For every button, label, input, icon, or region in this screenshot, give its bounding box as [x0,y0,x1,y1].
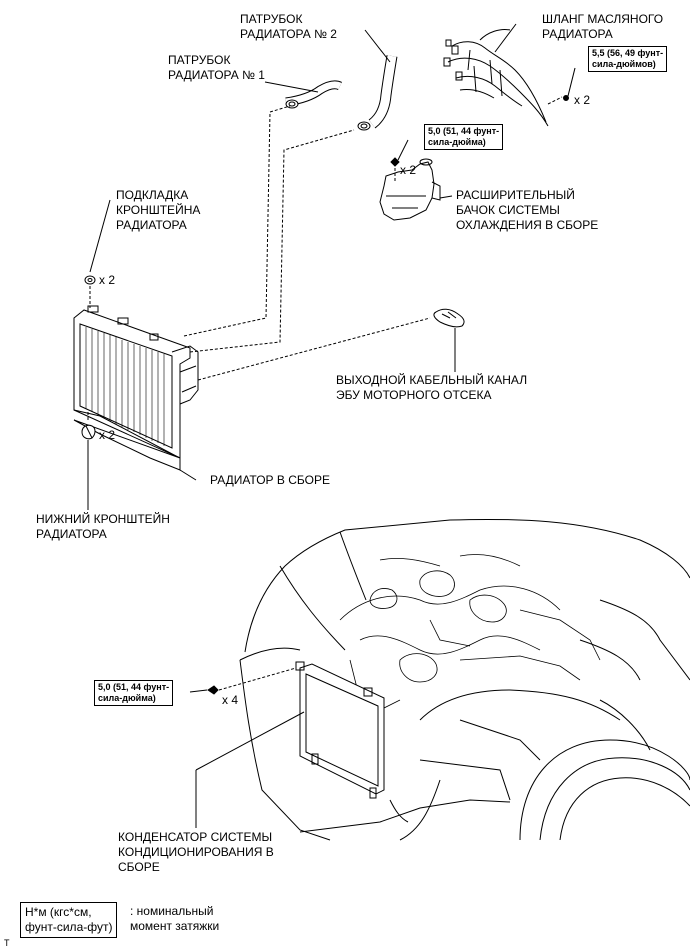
lower-support-label: НИЖНИЙ КРОНШТЕЙН РАДИАТОРА [36,512,170,541]
torque-unit-legend: Н*м (кгс*см, фунт-сила-фут) [20,902,118,938]
support-cushion-label: ПОДКЛАДКА КРОНШТЕЙНА РАДИАТОРА [116,188,201,232]
oil-hose-torque-spec: 5,5 (56, 49 фунт- сила-дюймов) [588,46,668,72]
condenser-label: КОНДЕНСАТОР СИСТЕМЫ КОНДИЦИОНИРОВАНИЯ В … [118,830,274,874]
radiator-hose-1-label: ПАТРУБОК РАДИАТОРА № 1 [168,53,265,82]
reservoir-quantity: x 2 [400,163,417,177]
oil-cooler-hose-label: ШЛАНГ МАСЛЯНОГО РАДИАТОРА [542,12,664,41]
support-cushion-part [84,275,96,285]
radiator-hose-1-part [285,80,343,109]
oil-cooler-hose-part [443,29,569,127]
radiator-hose-2-part [357,55,398,131]
vehicle-front-drawing [239,518,690,841]
figure-code: T [4,938,10,948]
oil-hose-quantity: x 2 [574,93,591,107]
support-cushion-quantity: x 2 [99,273,116,287]
condenser-quantity: x 4 [222,693,239,707]
reservoir-torque-spec: 5,0 (51, 44 фунт- сила-дюйма) [424,124,504,150]
ecu-duct-label: ВЫХОДНОЙ КАБЕЛЬНЫЙ КАНАЛ ЭБУ МОТОРНОГО О… [336,373,528,402]
reservoir-label: РАСШИРИТЕЛЬНЫЙ БАЧОК СИСТЕМЫ ОХЛАЖДЕНИЯ … [456,188,599,232]
radiator-assembly-label: РАДИАТОР В СБОРЕ [210,473,330,487]
radiator-hose-2-label: ПАТРУБОК РАДИАТОРА № 2 [240,12,337,41]
torque-legend-meaning: : номинальный момент затяжки [130,904,220,933]
lower-support-quantity: x 2 [99,428,116,442]
condenser-torque-spec: 5,0 (51, 44 фунт- сила-дюйма) [94,680,174,706]
radiator-assembly-part [73,305,199,471]
reservoir-part [379,157,441,221]
lower-support-part [81,424,96,440]
ecu-duct-part [433,308,465,328]
condenser-part [207,661,385,799]
